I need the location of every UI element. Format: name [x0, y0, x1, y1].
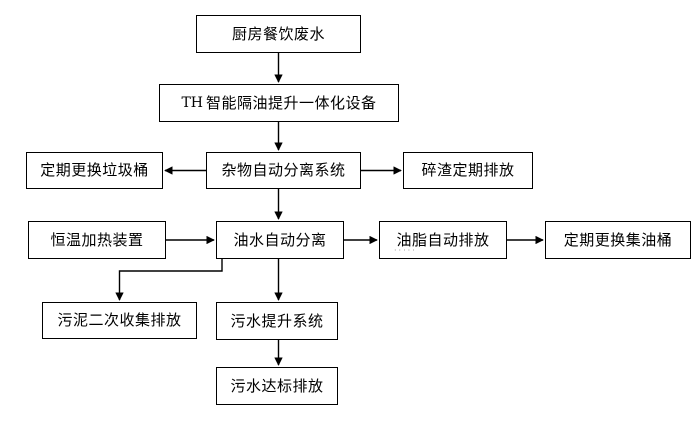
node-sewage-compliant-discharge[interactable]: 污水达标排放 — [216, 367, 338, 405]
node-constant-temperature-heating-device[interactable]: 恒温加热装置 — [28, 221, 166, 259]
node-label: 污水提升系统 — [230, 311, 324, 330]
node-debris-auto-separation-system[interactable]: 杂物自动分离系统 — [206, 152, 361, 189]
node-label: 污水达标排放 — [230, 376, 324, 395]
node-prefix-th: TH — [181, 95, 204, 111]
node-label: 定期更换垃圾桶 — [40, 161, 149, 179]
node-label: 污泥二次收集排放 — [57, 311, 182, 329]
node-sludge-secondary-collection-discharge[interactable]: 污泥二次收集排放 — [42, 302, 197, 339]
speckle-artifact: ····· — [394, 246, 417, 255]
node-slag-regular-discharge[interactable]: 碎渣定期排放 — [403, 152, 533, 189]
node-replace-trash-bin-regularly[interactable]: 定期更换垃圾桶 — [26, 152, 163, 189]
node-label: 杂物自动分离系统 — [221, 161, 346, 179]
node-label: 油水自动分离 — [233, 230, 327, 249]
node-label: 恒温加热装置 — [50, 230, 144, 249]
node-oil-water-auto-separation[interactable]: 油水自动分离 — [216, 221, 344, 259]
edge-oil-water-separator-to-sludge-collection — [115, 259, 223, 301]
node-replace-oil-collection-barrel-regularly[interactable]: 定期更换集油桶 — [545, 221, 691, 259]
node-label: 智能隔油提升一体化设备 — [206, 93, 377, 112]
node-label: 定期更换集油桶 — [563, 230, 673, 249]
node-kitchen-wastewater[interactable]: 厨房餐饮废水 — [196, 15, 361, 53]
node-label: 厨房餐饮废水 — [231, 24, 325, 43]
node-grease-auto-discharge[interactable]: 油脂自动排放 ····· — [379, 221, 507, 259]
node-label: 碎渣定期排放 — [421, 161, 515, 179]
node-sewage-lifting-system[interactable]: 污水提升系统 — [216, 302, 338, 340]
node-label: 油脂自动排放 — [396, 230, 490, 249]
